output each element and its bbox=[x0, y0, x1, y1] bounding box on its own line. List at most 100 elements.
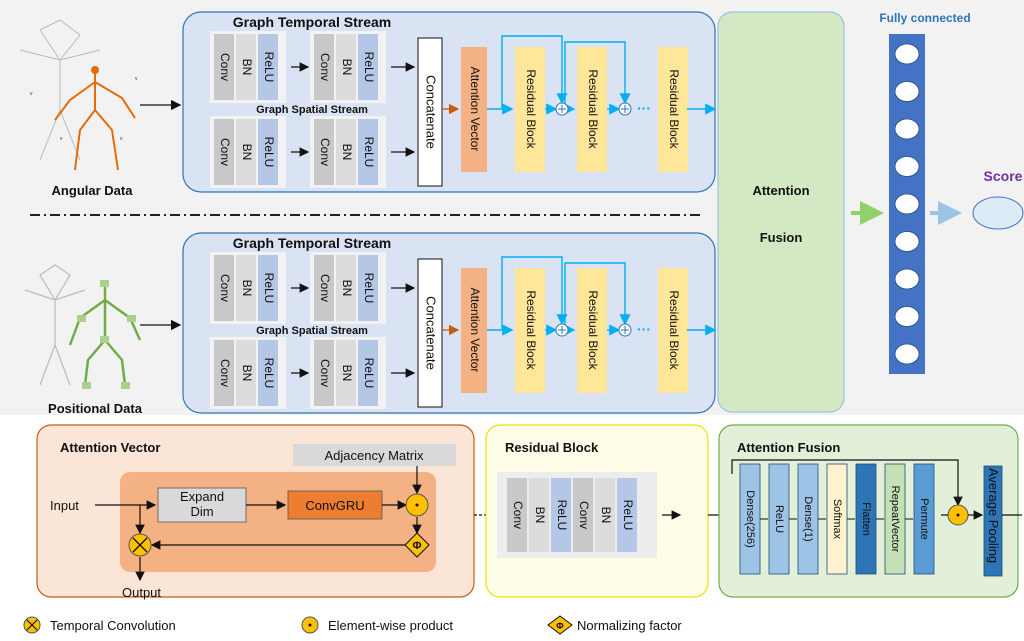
residual-block-label: Residual Block bbox=[524, 290, 538, 370]
spatial-layer-conv bbox=[314, 119, 334, 185]
temporal-layer-conv bbox=[314, 255, 334, 321]
residual-layer-label: Conv bbox=[511, 501, 525, 529]
temporal-layer-label: BN bbox=[340, 280, 354, 297]
spatial-layer-conv bbox=[214, 119, 234, 185]
residual-layer-relu bbox=[617, 478, 637, 552]
fc-node bbox=[894, 43, 920, 65]
spatial-layer-bn bbox=[236, 119, 256, 185]
temporal-layer-bn bbox=[336, 255, 356, 321]
skip-connection bbox=[501, 256, 568, 330]
concatenate-label: Concatenate bbox=[424, 296, 439, 370]
skip-connection bbox=[501, 35, 568, 109]
residual-layer-conv bbox=[573, 478, 593, 552]
attention-fusion-panel-title: Attention Fusion bbox=[737, 440, 840, 455]
temporal-layer-label: ReLU bbox=[262, 273, 276, 304]
add-node-plus bbox=[621, 326, 629, 334]
temporal-layer-label: ReLU bbox=[262, 52, 276, 83]
attention-vector-block bbox=[461, 268, 487, 393]
spatial-layer-label: BN bbox=[340, 365, 354, 382]
spatial-layer-bn bbox=[336, 119, 356, 185]
temporal-layer-bn bbox=[236, 255, 256, 321]
fusion-layer-label: Permute bbox=[918, 498, 930, 540]
convgru-label: ConvGRU bbox=[305, 498, 364, 513]
concatenate-label: Concatenate bbox=[424, 75, 439, 149]
convgru-box bbox=[287, 490, 383, 520]
residual-layer-label: ReLU bbox=[621, 500, 635, 531]
temporal-layer-label: Conv bbox=[318, 53, 332, 81]
temporal-layer-relu bbox=[258, 34, 278, 100]
score-node bbox=[972, 196, 1024, 230]
fusion-layer-label: Flatten bbox=[860, 502, 872, 536]
temporal-stream-title: Graph Temporal Stream bbox=[233, 14, 391, 30]
residual-block bbox=[515, 47, 545, 172]
temporal-layer-relu bbox=[258, 255, 278, 321]
temporal-layer-conv bbox=[214, 255, 234, 321]
spatial-layer-relu bbox=[358, 340, 378, 406]
fusion-layer-label: Softmax bbox=[831, 499, 843, 540]
fc-node bbox=[894, 231, 920, 252]
temporal-layer-label: Conv bbox=[318, 274, 332, 302]
fusion-layer-label: RepeatVector bbox=[889, 486, 901, 553]
output-label: Output bbox=[122, 585, 161, 600]
attention-fusion-label-2: Fusion bbox=[760, 230, 803, 245]
adjacency-matrix-box bbox=[293, 444, 456, 466]
average-pooling-label: Average Pooling bbox=[986, 468, 1001, 563]
residual-layer-label: ReLU bbox=[555, 500, 569, 531]
residual-block-layers: Conv BN ReLU Conv BN ReLU bbox=[507, 478, 637, 552]
residual-layer-label: BN bbox=[599, 507, 613, 524]
svg-text:v: v bbox=[120, 136, 123, 142]
temporal-layer-label: BN bbox=[240, 280, 254, 297]
spatial-stream-title: Graph Spatial Stream bbox=[256, 325, 368, 337]
residual-block bbox=[515, 268, 545, 393]
attention-vector-label: Attention Vector bbox=[468, 67, 482, 152]
expand-dim-label-2: Dim bbox=[190, 504, 213, 519]
spatial-layer-label: Conv bbox=[318, 138, 332, 166]
spatial-layer-label: BN bbox=[340, 144, 354, 161]
attention-vector-block bbox=[461, 47, 487, 172]
attention-fusion-box bbox=[717, 11, 845, 413]
svg-text:Φ: Φ bbox=[412, 540, 421, 552]
legend: Temporal Convolution Element-wise produc… bbox=[23, 615, 682, 635]
residual-block-panel-title: Residual Block bbox=[505, 440, 599, 455]
residual-layer-label: BN bbox=[533, 507, 547, 524]
legend-normalizing-label: Normalizing factor bbox=[577, 618, 682, 633]
fusion-layer-label: Dense(1) bbox=[802, 496, 814, 541]
angular-data-label: Angular Data bbox=[52, 183, 134, 198]
positional-data-label: Positional Data bbox=[48, 401, 143, 416]
temporal-layer-label: Conv bbox=[218, 53, 232, 81]
temporal-layer-relu bbox=[358, 34, 378, 100]
residual-layer-label: Conv bbox=[577, 501, 591, 529]
fc-node bbox=[894, 343, 920, 365]
temporal-layer-bn bbox=[236, 34, 256, 100]
spatial-stream-title: Graph Spatial Stream bbox=[256, 104, 368, 116]
attention-vector-panel-title: Attention Vector bbox=[60, 440, 160, 455]
fusion-layer bbox=[913, 463, 935, 575]
fc-node bbox=[894, 306, 920, 327]
residual-layer-bn bbox=[529, 478, 549, 552]
residual-block bbox=[577, 268, 607, 393]
score-label: Score bbox=[984, 168, 1023, 184]
residual-block bbox=[577, 47, 607, 172]
temporal-layer-label: Conv bbox=[218, 274, 232, 302]
residual-block bbox=[658, 47, 688, 172]
fully-connected-label: Fully connected bbox=[879, 11, 970, 25]
svg-text:Φ: Φ bbox=[556, 621, 564, 631]
add-node-plus bbox=[621, 105, 629, 113]
spatial-layer-label: ReLU bbox=[362, 358, 376, 389]
svg-text:v: v bbox=[135, 76, 138, 82]
residual-layer-conv bbox=[507, 478, 527, 552]
concatenate-box bbox=[417, 37, 443, 187]
skip-connection bbox=[564, 262, 631, 328]
legend-elementwise-label: Element-wise product bbox=[328, 618, 453, 633]
temporal-layer-relu bbox=[358, 255, 378, 321]
input-label: Input bbox=[50, 498, 79, 513]
spatial-layer-conv bbox=[314, 340, 334, 406]
residual-block-label: Residual Block bbox=[586, 290, 600, 370]
fc-node bbox=[894, 268, 920, 290]
fusion-layer-label: ReLU bbox=[773, 505, 785, 533]
spatial-layer-label: ReLU bbox=[262, 137, 276, 168]
spatial-layer-relu bbox=[358, 119, 378, 185]
